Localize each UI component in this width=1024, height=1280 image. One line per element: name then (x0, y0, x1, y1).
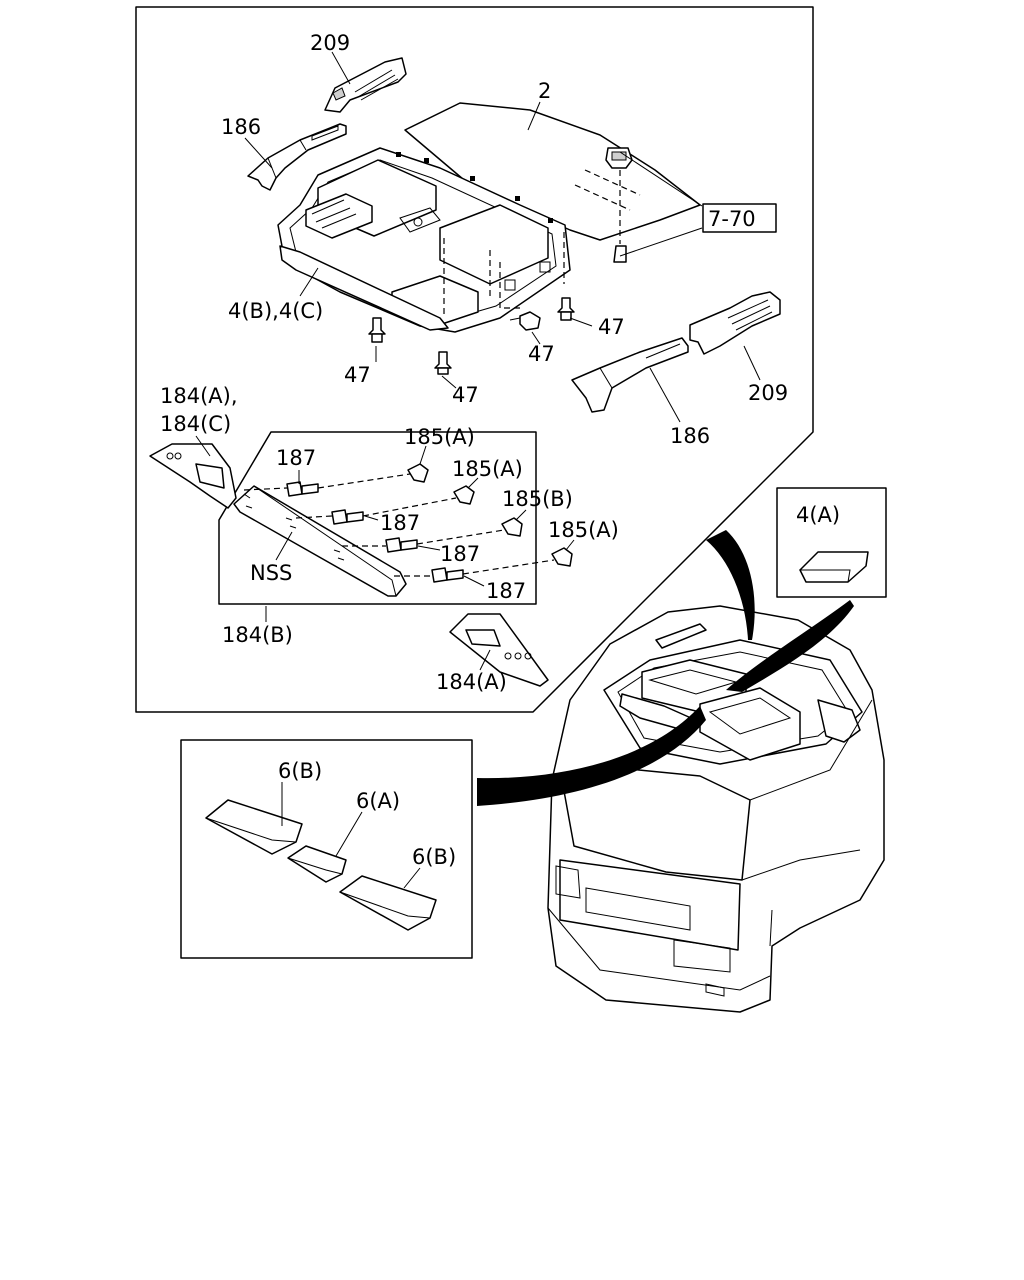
headliner-assembly-drawing (277, 102, 701, 333)
label-47-c: 47 (344, 363, 371, 387)
ref-7-70-box (702, 203, 777, 233)
label-209-right: 209 (748, 381, 788, 405)
leader-lines (195, 51, 761, 671)
label-184a: 184(A) (436, 670, 507, 694)
label-187-d: 187 (486, 579, 526, 603)
label-6b-2: 6(B) (412, 845, 456, 869)
label-ref-7-70: 7-70 (708, 207, 756, 231)
label-2: 2 (538, 79, 551, 103)
fastener-dash-lines (243, 473, 555, 577)
part-209-right-drawing (689, 291, 781, 355)
label-185a-1: 185(A) (404, 425, 475, 449)
label-185a-2: 185(A) (452, 457, 523, 481)
sub-panel-184b-border (218, 431, 537, 605)
label-187-c: 187 (440, 542, 480, 566)
label-186-top: 186 (221, 115, 261, 139)
callout-labels: 209 2 186 7-70 4(B),4(C) 47 47 47 47 209… (160, 31, 840, 869)
inset-4a-border (776, 487, 887, 598)
label-nss: NSS (250, 561, 292, 585)
label-47-a: 47 (598, 315, 625, 339)
label-184ac-1: 184(A), (160, 384, 238, 408)
label-47-d: 47 (452, 383, 479, 407)
label-185a-3: 185(A) (548, 518, 619, 542)
part-186-right-drawing (571, 337, 689, 413)
label-184ac-2: 184(C) (160, 412, 231, 436)
label-47-b: 47 (528, 342, 555, 366)
part-6-pads-drawing (205, 782, 437, 931)
part-4a-pad-drawing (799, 551, 869, 583)
label-184b: 184(B) (222, 623, 293, 647)
main-panel-border (135, 6, 814, 713)
label-6b-1: 6(B) (278, 759, 322, 783)
part-184ac-drawing (149, 443, 237, 509)
label-209-top: 209 (310, 31, 350, 55)
inset-6-border (180, 739, 473, 959)
part-184a-drawing (449, 613, 549, 687)
screw-47-group (368, 297, 575, 375)
part-209-top-drawing (324, 57, 407, 113)
label-187-a: 187 (276, 446, 316, 470)
connector-arrows (477, 530, 854, 806)
label-4a: 4(A) (796, 503, 840, 527)
label-6a: 6(A) (356, 789, 400, 813)
clip-185-group (407, 463, 573, 567)
truck-cab-drawing (547, 605, 885, 1013)
label-185b: 185(B) (502, 487, 573, 511)
label-187-b: 187 (380, 511, 420, 535)
label-4bc: 4(B),4(C) (228, 299, 323, 323)
screw-187-group (286, 481, 464, 583)
label-186-right: 186 (670, 424, 710, 448)
